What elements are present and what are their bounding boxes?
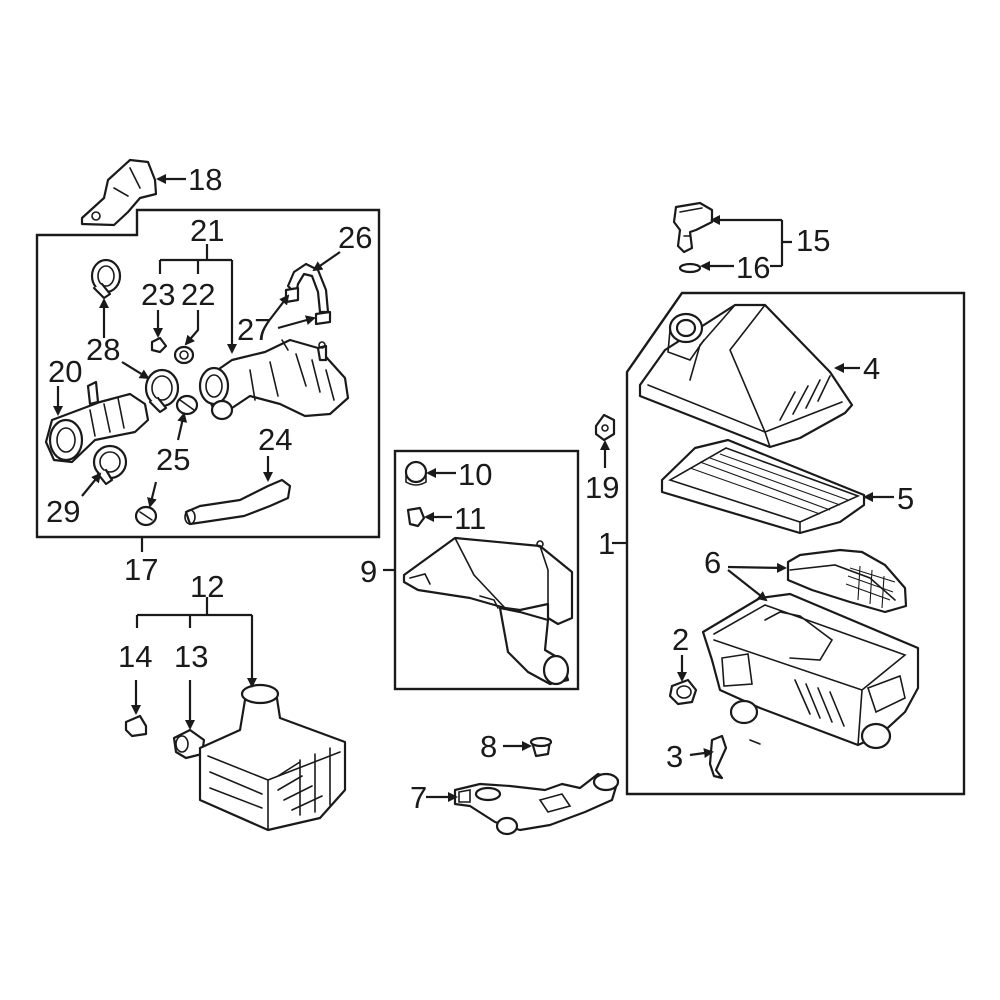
part-15-mass-air-flow-sensor — [672, 201, 714, 254]
callout-11: 11 — [454, 501, 486, 536]
callout-6: 6 — [704, 545, 721, 580]
callout-29: 29 — [46, 494, 80, 529]
part-21-intake-hose — [198, 338, 350, 421]
part-29-clamp — [92, 444, 128, 486]
callout-15: 15 — [796, 223, 830, 258]
part-28-clamp — [144, 368, 180, 414]
callout-25: 25 — [156, 442, 190, 477]
part-2-grommet — [668, 678, 698, 706]
part-7-bracket — [453, 772, 620, 836]
callout-23: 23 — [141, 277, 175, 312]
part-5-air-filter — [660, 438, 866, 535]
callout-8: 8 — [480, 729, 497, 764]
part-18-bracket — [80, 158, 158, 227]
callout-28: 28 — [86, 332, 120, 367]
callout-18: 18 — [188, 162, 222, 197]
callout-16: 16 — [736, 250, 770, 285]
part-20-hose — [44, 380, 150, 464]
callout-10: 10 — [458, 457, 492, 492]
callout-14: 14 — [118, 639, 152, 674]
part-26-vent-hose — [286, 262, 330, 314]
callout-12: 12 — [190, 569, 224, 604]
callout-2: 2 — [672, 622, 689, 657]
callout-27: 27 — [237, 312, 271, 347]
callout-5: 5 — [897, 481, 914, 516]
part-14-cap — [124, 714, 148, 738]
part-10-grommet — [404, 460, 428, 484]
part-23-clip — [150, 336, 168, 354]
part-24-hose — [184, 478, 292, 526]
part-19-nut — [594, 413, 616, 442]
part-25-clamp — [175, 394, 199, 416]
callout-20: 20 — [48, 354, 82, 389]
callout-3: 3 — [666, 739, 683, 774]
part-1-air-cleaner-body — [701, 592, 920, 750]
callout-1: 1 — [598, 526, 615, 561]
callout-13: 13 — [174, 639, 208, 674]
group-box-17 — [35, 208, 381, 539]
group-box-1 — [625, 291, 966, 796]
part-8-grommet — [529, 736, 553, 758]
part-22-grommet — [173, 345, 195, 365]
part-3-clip — [708, 734, 728, 780]
part-12-resonator — [198, 683, 347, 832]
callout-26: 26 — [338, 220, 372, 255]
callout-22: 22 — [181, 277, 215, 312]
part-4-air-cleaner-cover — [638, 303, 854, 449]
part-9-air-duct — [402, 536, 574, 686]
callout-4: 4 — [863, 351, 880, 386]
part-16-o-ring — [678, 262, 702, 274]
callout-17: 17 — [124, 552, 158, 587]
part-small-clamp — [134, 505, 158, 527]
callout-21: 21 — [190, 213, 224, 248]
callout-9: 9 — [360, 554, 377, 589]
part-top-clamp — [90, 258, 122, 300]
part-11-clip — [406, 506, 426, 528]
part-6-resonator — [786, 548, 908, 614]
callout-19: 19 — [585, 470, 619, 505]
callout-7: 7 — [410, 780, 427, 815]
callout-24: 24 — [258, 422, 292, 457]
